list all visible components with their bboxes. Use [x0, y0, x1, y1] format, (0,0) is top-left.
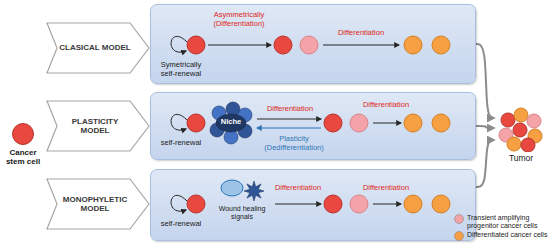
panel-illustration: [151, 170, 477, 242]
legend-item: Transient amplifying progenitor cancer c…: [454, 214, 548, 229]
niche-node: Niche: [209, 101, 253, 145]
model-arrow-outline: [47, 179, 149, 229]
cancer-cell: [13, 124, 34, 145]
cancer-cell: [507, 137, 521, 151]
arrow-node: PLASTICITY MODEL: [46, 100, 150, 152]
panel-text: Plasticity (Dedifferentiation): [255, 135, 333, 152]
cancer-cell: [501, 113, 515, 127]
legend-swatch-icon: [454, 231, 464, 241]
legend-swatch: [455, 215, 464, 224]
panel-text: Differentiation: [267, 105, 313, 114]
panel-text: Differentiation: [338, 29, 384, 38]
signal-oval: [221, 180, 243, 196]
self-renewal-arrow: [171, 114, 187, 130]
arrow-node: MONOPHYLETIC MODEL: [46, 178, 150, 230]
niche-label: Niche: [209, 118, 253, 127]
panel-text: Differentiation: [275, 184, 321, 193]
cancer-cell: [300, 36, 318, 54]
wound-node: Wound healing signals: [213, 174, 271, 221]
node-label: Cancer stem cell: [0, 148, 46, 166]
legend-text: Transient amplifying progenitor cancer c…: [467, 214, 548, 229]
flow-arrow: [323, 45, 399, 46]
panel-text: Symetrically self-renewal: [156, 61, 206, 78]
cancer-cell: [527, 114, 541, 128]
stem-cell-icon: [0, 122, 46, 146]
cancer-cell: [324, 195, 342, 213]
cancer-cell: [187, 114, 205, 132]
cancer-cell: [432, 114, 450, 132]
cancer-cell: [404, 114, 422, 132]
tumor-cluster: [494, 106, 548, 152]
stem-node: Cancer stem cell: [0, 122, 46, 166]
panel-text: Asymmetrically (Differentiation): [201, 11, 277, 28]
panel-node: self-renewal Differentiation Differentiati…: [150, 169, 476, 241]
cancer-cell: [350, 114, 368, 132]
self-renewal-arrow: [171, 36, 187, 52]
signal-label: Wound healing signals: [213, 205, 271, 221]
legend: Transient amplifying progenitor cancer c…: [454, 214, 548, 243]
panel-text: self-renewal: [161, 139, 201, 148]
merge-arrow: [476, 126, 494, 128]
panel-text: Differentiation: [363, 184, 409, 193]
cancer-cell: [432, 195, 450, 213]
panel-text: Differentiation: [363, 101, 409, 110]
cancer-cell: [187, 195, 205, 213]
model-arrow-outline: [47, 23, 149, 73]
panel-text: self-renewal: [161, 220, 201, 229]
cancer-cell: [324, 114, 342, 132]
cancer-cell: [514, 108, 528, 122]
cancer-cell: [513, 123, 527, 137]
flow-arrow: [208, 45, 271, 46]
flow-arrow: [373, 204, 401, 205]
panel-node: Symetrically self-renewal Asymmetrically …: [150, 4, 476, 84]
merge-arrow: [476, 44, 494, 118]
model-label: PLASTICITY MODEL: [58, 117, 132, 135]
tumor-label: Tumor: [494, 154, 548, 164]
signal-star: [244, 181, 264, 201]
model-arrow-outline: [47, 101, 149, 151]
flow-arrow: [373, 123, 401, 124]
cancer-cell: [521, 138, 535, 152]
cancer-cell: [274, 36, 292, 54]
panel-node: self-renewal Differentiation Differentiati…: [150, 92, 476, 160]
wound-signal-icons: [213, 174, 271, 204]
model-label: MONOPHYLETIC MODEL: [58, 195, 132, 213]
legend-swatch: [455, 232, 464, 241]
self-renewal-arrow: [171, 195, 187, 211]
legend-item: Differentiated cancer cells: [454, 231, 548, 241]
legend-swatch-icon: [454, 214, 464, 224]
merge-arrow: [476, 140, 494, 187]
tumor-node: Tumor: [494, 106, 548, 164]
flow-arrow: [257, 128, 321, 129]
cancer-cell: [432, 36, 450, 54]
flow-arrow: [275, 204, 321, 205]
arrow-node: CLASICAL MODEL: [46, 22, 150, 74]
flow-arrow: [257, 119, 321, 120]
cancer-cell: [187, 36, 205, 54]
cancer-cell: [404, 195, 422, 213]
legend-text: Differentiated cancer cells: [467, 231, 548, 239]
model-label: CLASICAL MODEL: [58, 43, 132, 52]
cancer-cell: [350, 195, 368, 213]
cancer-cell: [404, 36, 422, 54]
